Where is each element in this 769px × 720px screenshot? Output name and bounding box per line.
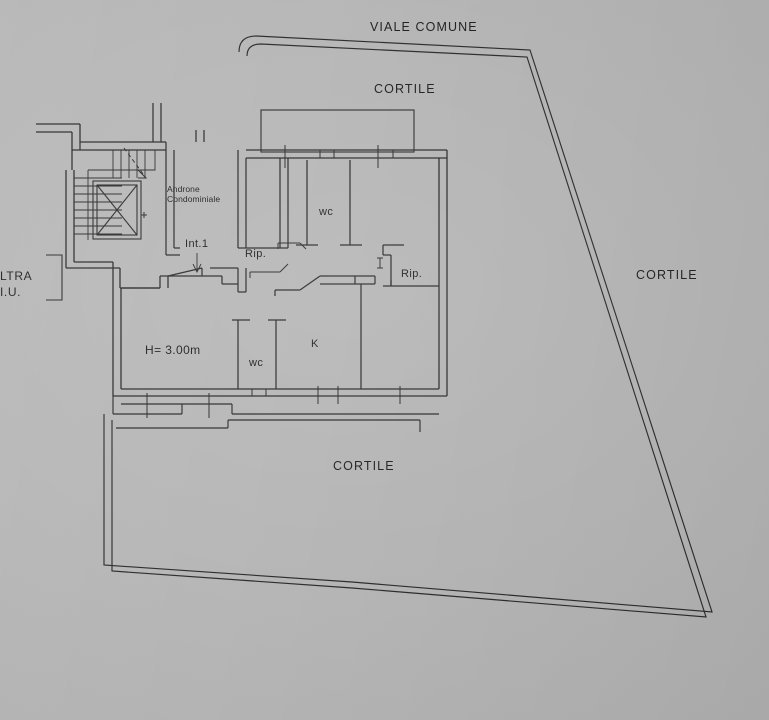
exterior-terrace-lower <box>116 419 421 432</box>
int1-leader-arrow <box>192 263 202 274</box>
bathroom-lower-door <box>251 388 267 397</box>
unit-number-label: Int.1 <box>185 238 209 250</box>
courtyard-block <box>260 109 415 153</box>
lot-boundary-inner <box>111 43 707 618</box>
androne-walls <box>152 103 205 256</box>
kitchen-label: K <box>311 338 319 350</box>
bathroom-lower-walls <box>232 319 286 389</box>
door-swing-storage-left <box>277 242 307 250</box>
stair-arrow-head <box>137 169 148 179</box>
bottom-wall-openings <box>146 386 401 418</box>
courtyard-right-label: CORTILE <box>636 268 698 282</box>
elevator-shaft <box>92 180 142 240</box>
bathroom-upper-walls <box>296 160 362 246</box>
top-wall-openings <box>284 145 394 168</box>
lot-boundary-left-stub <box>103 414 113 437</box>
door-swing-storage-right <box>377 257 383 269</box>
ceiling-height-label: H= 3.00m <box>145 343 201 357</box>
door-swing-vestibule <box>249 263 289 278</box>
storage-left-walls <box>246 158 289 249</box>
androne-condominiale-label: Androne Condominiale <box>167 184 221 204</box>
staircase <box>74 150 156 240</box>
storage-right-walls <box>382 244 439 287</box>
adjacent-unit-box <box>46 254 63 301</box>
storage-left-label: Rip. <box>245 248 267 260</box>
courtyard-top-label: CORTILE <box>374 82 436 96</box>
courtyard-bottom-label: CORTILE <box>333 459 395 473</box>
stairwell-top-walls <box>72 141 166 151</box>
storage-right-label: Rip. <box>401 268 423 280</box>
street-name-label: VIALE COMUNE <box>370 20 478 34</box>
stairwell-block-walls <box>36 123 203 289</box>
bathroom-lower-label: wc <box>249 357 264 369</box>
elevator-door <box>141 212 147 218</box>
corridor-partitions <box>274 275 376 296</box>
androne-right-partition <box>237 150 247 249</box>
adjacent-unit-label: LTRA I.U. <box>0 269 33 300</box>
entrance-vestibule <box>201 267 247 293</box>
lot-boundary-outer <box>103 35 713 613</box>
bathroom-upper-label: wc <box>319 206 334 218</box>
stair-direction-arrow <box>123 147 147 179</box>
exterior-terrace <box>112 396 439 415</box>
